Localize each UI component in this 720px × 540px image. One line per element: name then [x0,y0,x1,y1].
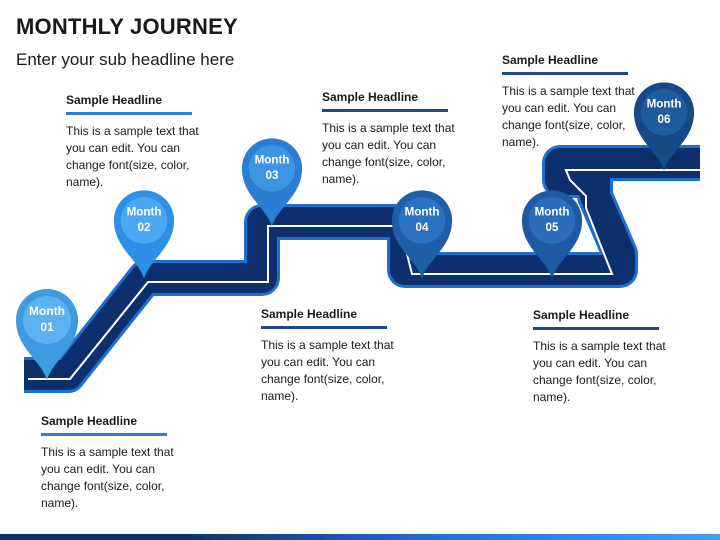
block-headline: Sample Headline [41,414,138,428]
block-text: This is a sample text that you can edit.… [66,124,199,189]
block-text: This is a sample text that you can edit.… [41,445,174,510]
headline-underline [41,433,167,436]
page-title: MONTHLY JOURNEY [16,14,238,39]
marker-number: 04 [416,221,429,234]
block-headline: Sample Headline [533,308,630,322]
road-center-line [28,169,700,380]
block-text: This is a sample text that you can edit.… [533,339,666,404]
marker-label: Month [255,154,290,167]
marker-label: Month [29,304,65,318]
text-block-05: Sample Headline This is a sample text th… [533,308,683,406]
block-headline: Sample Headline [322,90,419,104]
headline-underline [502,72,628,75]
road-body [24,148,700,390]
text-block-01: Sample Headline This is a sample text th… [41,414,191,512]
text-block-03: Sample Headline This is a sample text th… [261,307,411,405]
marker-number: 02 [138,221,151,234]
headline-underline [66,112,192,115]
text-block-04: Sample Headline This is a sample text th… [322,90,472,188]
headline-underline [261,326,387,329]
block-headline: Sample Headline [261,307,358,321]
block-text: This is a sample text that you can edit.… [261,338,394,403]
month-marker-01[interactable]: Month 01 [14,286,80,382]
marker-number: 03 [266,169,279,182]
block-headline: Sample Headline [502,53,599,67]
month-marker-03[interactable]: Month 03 [240,134,304,230]
headline-underline [533,327,659,330]
month-marker-04[interactable]: Month 04 [390,186,454,282]
headline-underline [322,109,448,112]
marker-label: Month [127,206,162,219]
month-marker-05[interactable]: Month 05 [520,186,584,282]
marker-number: 05 [546,221,559,234]
marker-label: Month [535,206,570,219]
month-marker-02[interactable]: Month 02 [112,186,176,282]
marker-number: 06 [658,113,671,126]
block-text: This is a sample text that you can edit.… [322,121,455,186]
block-text: This is a sample text that you can edit.… [502,84,635,149]
text-block-02: Sample Headline This is a sample text th… [66,93,216,191]
marker-label: Month [405,206,440,219]
month-marker-06[interactable]: Month 06 [632,78,696,174]
block-headline: Sample Headline [66,93,163,107]
footer-bar [0,534,720,540]
page-subtitle: Enter your sub headline here [16,50,235,69]
text-block-06: Sample Headline This is a sample text th… [502,53,652,151]
marker-number: 01 [40,320,54,334]
marker-label: Month [647,98,682,111]
